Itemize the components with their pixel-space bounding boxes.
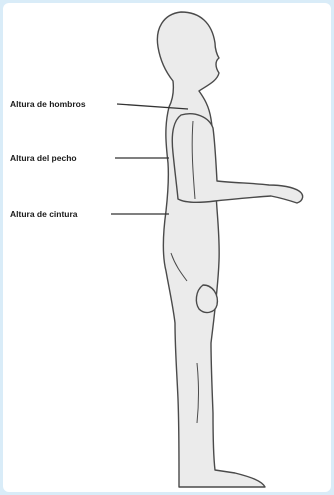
- diagram-panel: Altura de hombros Altura del pecho Altur…: [3, 3, 331, 492]
- body-silhouette: [157, 12, 265, 487]
- human-profile-diagram: Altura de hombros Altura del pecho Altur…: [3, 3, 331, 492]
- chest-height-label: Altura del pecho: [10, 153, 77, 163]
- arm-silhouette: [172, 114, 302, 203]
- shoulder-height-label: Altura de hombros: [10, 99, 86, 109]
- waist-height-label: Altura de cintura: [10, 209, 78, 219]
